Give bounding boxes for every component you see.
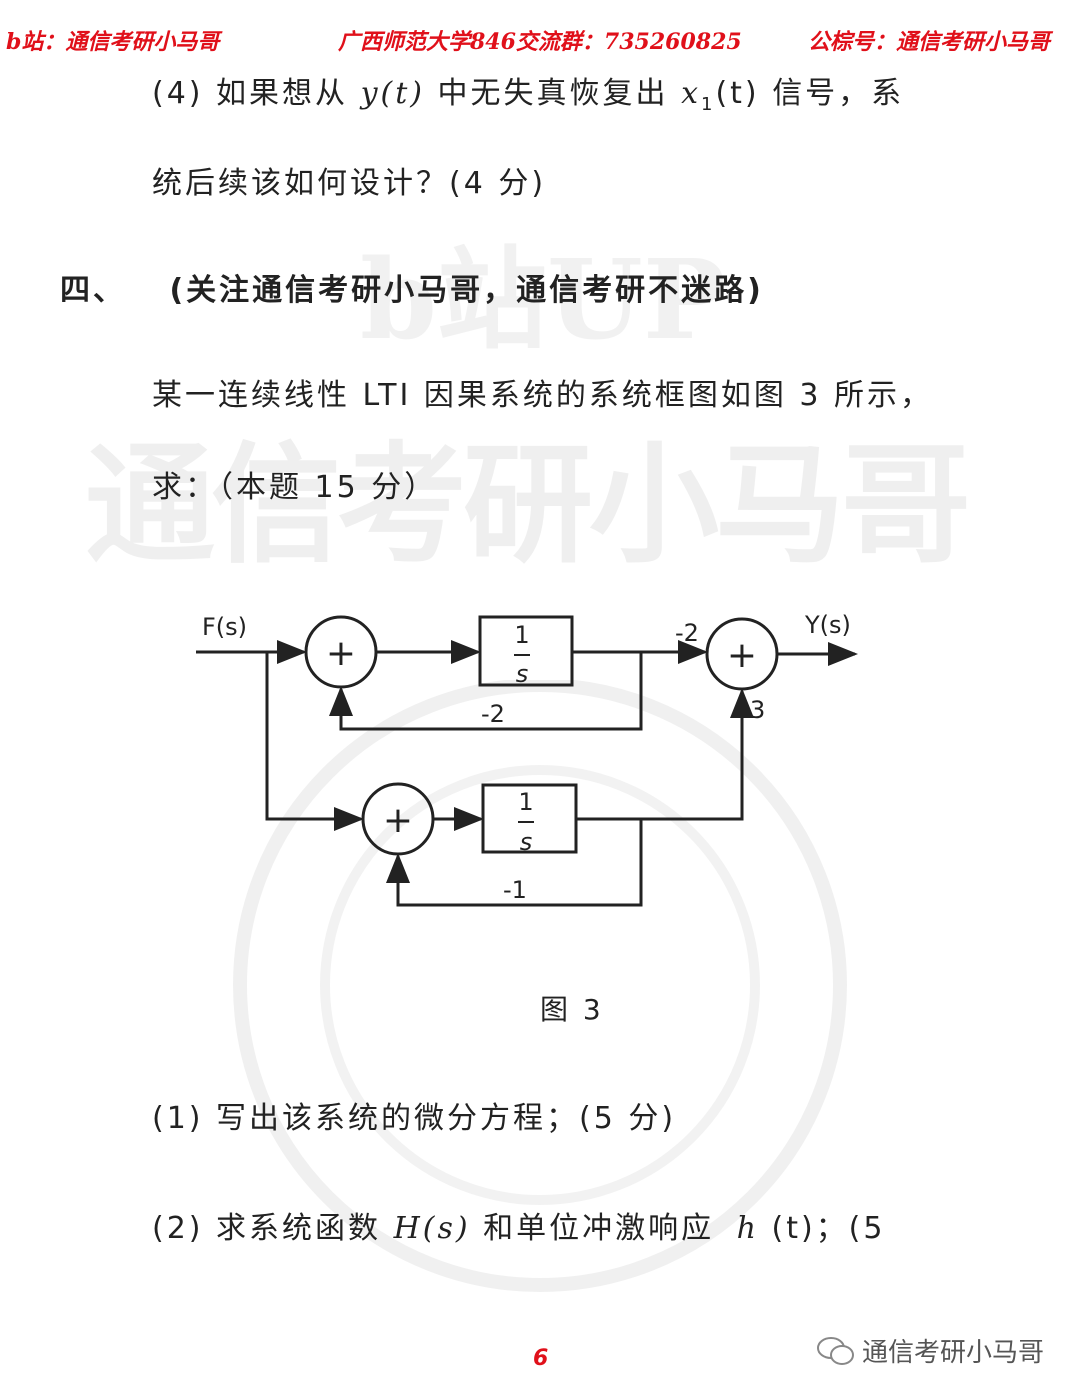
wechat-account-name: 通信考研小马哥 (861, 1338, 1044, 1368)
feedback-bottom-line (386, 819, 643, 907)
sum-symbol: + (326, 633, 356, 674)
feedback-top-line (329, 652, 643, 731)
sum-symbol: + (727, 635, 757, 676)
feedback-top-gain: -2 (481, 700, 505, 728)
bilibili-watermark: b站UP (360, 235, 726, 364)
page-number: 6 (533, 1346, 549, 1371)
branch-line (265, 652, 364, 831)
wechat-footer: 通信考研小马哥 (816, 1332, 1044, 1369)
text-watermark: 通信考研小马哥 (85, 428, 971, 581)
gain-top-out: -2 (675, 619, 699, 647)
block-top-num: 1 (514, 621, 529, 649)
output-label: Y(s) (804, 611, 851, 639)
sub-question-2: (2) 求系统函数 H(s) 和单位冲激响应 h (t)；(5 (152, 1211, 886, 1246)
header-left: b站：通信考研小马哥 (6, 29, 220, 55)
section-heading: 四、 (关注通信考研小马哥，通信考研不迷路) (60, 273, 764, 308)
gain-bottom-out: 3 (750, 696, 765, 724)
intro-line2: 求：（本题 15 分） (152, 470, 438, 505)
block-bottom-num: 1 (518, 788, 533, 816)
summer-top (304, 615, 378, 689)
question-4-line1: (4) 如果想从 y(t) 中无失真恢复出 x1(t) 信号，系 (152, 76, 905, 115)
wechat-icon (816, 1336, 854, 1365)
header-right: 公棕号：通信考研小马哥 (808, 29, 1051, 55)
input-label: F(s) (202, 613, 247, 641)
question-4-line2: 统后续该如何设计？(4 分) (152, 166, 547, 201)
figure-caption: 图 3 (540, 993, 604, 1026)
block-bottom-den: s (520, 828, 533, 856)
intro-line1: 某一连续线性 LTI 因果系统的系统框图如图 3 所示， (152, 378, 933, 413)
sub-question-1: (1) 写出该系统的微分方程；(5 分) (152, 1101, 677, 1136)
block-top-den: s (516, 660, 529, 688)
block-diagram: + + + 1 s 1 s F(s) Y(s) -2 3 -2 -1 (196, 611, 858, 907)
sum-symbol: + (383, 800, 413, 841)
header-center: 广西师范大学846交流群：735260825 (338, 29, 742, 55)
feedback-bottom-gain: -1 (503, 876, 527, 904)
